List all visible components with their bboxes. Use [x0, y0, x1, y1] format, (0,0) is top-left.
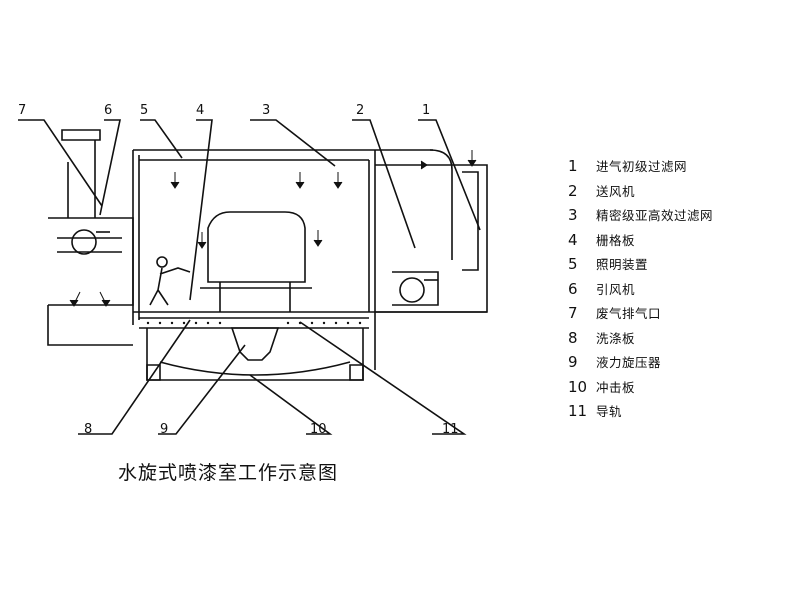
legend-item: 2 送风机 — [568, 179, 793, 204]
callout-7: 7 — [18, 103, 27, 118]
leader-4 — [189, 119, 213, 301]
rail-left — [146, 364, 161, 381]
exhaust-fan-circle — [71, 229, 97, 255]
legend-label: 导轨 — [596, 404, 623, 419]
legend-number: 1 — [568, 157, 578, 175]
callout-1: 1 — [422, 103, 431, 118]
callout-4: 4 — [196, 103, 205, 118]
legend-item: 3 精密级亚高效过滤网 — [568, 203, 793, 228]
legend-number: 2 — [568, 181, 578, 200]
base-left-block — [47, 305, 133, 346]
legend-label: 引风机 — [596, 281, 636, 297]
legend-label: 精密级亚高效过滤网 — [596, 208, 714, 223]
legend-item: 10 冲击板 — [568, 375, 793, 400]
grating-pattern — [146, 321, 362, 325]
leader-5 — [140, 119, 183, 159]
leader-2 — [352, 119, 416, 249]
leader-3 — [250, 119, 336, 167]
legend-number: 7 — [568, 304, 578, 322]
supply-duct-top — [429, 149, 453, 260]
legend-item: 7 废气排气口 — [568, 301, 793, 326]
exhaust-stack-top — [61, 129, 101, 141]
supply-fan-housing — [392, 271, 439, 306]
leader-1 — [418, 119, 481, 231]
legend-number: 9 — [568, 353, 578, 371]
airflow-arrows — [69, 150, 477, 307]
legend-number: 6 — [568, 279, 578, 298]
legend-number: 8 — [568, 328, 578, 347]
callout-2: 2 — [356, 103, 365, 118]
legend: 1 进气初级过滤网 2 送风机 3 精密级亚高效过滤网 4 栅格板 5 照明装置 6 引风机… — [568, 154, 793, 424]
legend-item: 11 导轨 — [568, 399, 793, 424]
legend-label: 洗涤板 — [596, 330, 636, 346]
legend-number: 10 — [568, 377, 588, 396]
callout-8: 8 — [84, 422, 93, 437]
diagram-caption: 水旋式喷漆室工作示意图 — [118, 462, 339, 484]
legend-label: 栅格板 — [596, 232, 636, 248]
legend-number: 3 — [568, 206, 578, 224]
callout-5: 5 — [140, 103, 149, 118]
legend-label: 进气初级过滤网 — [596, 159, 688, 174]
callout-10: 10 — [310, 422, 327, 437]
rail-right — [349, 364, 364, 381]
cyclone-separator — [230, 327, 280, 361]
legend-label: 送风机 — [596, 183, 636, 199]
legend-item: 4 栅格板 — [568, 228, 793, 253]
legend-number: 11 — [568, 402, 588, 420]
exhaust-inner — [57, 237, 122, 253]
leader-11 — [299, 321, 467, 435]
water-tank — [146, 328, 364, 381]
legend-item: 8 洗涤板 — [568, 326, 793, 351]
supply-housing — [375, 164, 488, 313]
legend-item: 9 液力旋压器 — [568, 350, 793, 375]
callout-9: 9 — [160, 422, 169, 437]
legend-item: 1 进气初级过滤网 — [568, 154, 793, 179]
legend-item: 5 照明装置 — [568, 252, 793, 277]
leader-6 — [99, 119, 121, 216]
supply-fan-circle — [399, 277, 425, 303]
legend-number: 4 — [568, 230, 578, 249]
car-stand — [200, 282, 312, 312]
exhaust-stack — [67, 140, 96, 218]
leader-10 — [249, 374, 333, 435]
operator-body — [149, 267, 191, 306]
legend-label: 废气排气口 — [596, 306, 662, 321]
callout-3: 3 — [262, 103, 271, 118]
ground-line — [133, 311, 487, 370]
car-body — [207, 211, 306, 283]
impact-plate — [159, 361, 351, 376]
leader-9 — [158, 344, 246, 435]
legend-item: 6 引风机 — [568, 277, 793, 302]
leader-7 — [18, 119, 103, 207]
legend-label: 冲击板 — [596, 379, 636, 395]
legend-number: 5 — [568, 255, 578, 273]
callout-6: 6 — [104, 103, 113, 118]
supply-filter-frame — [462, 171, 479, 271]
booth-ceiling — [133, 149, 433, 161]
leader-8 — [78, 319, 191, 435]
legend-label: 照明装置 — [596, 257, 649, 272]
exhaust-housing — [48, 217, 134, 306]
legend-label: 液力旋压器 — [596, 355, 662, 370]
operator-head — [156, 256, 168, 268]
callout-11: 11 — [442, 422, 459, 437]
